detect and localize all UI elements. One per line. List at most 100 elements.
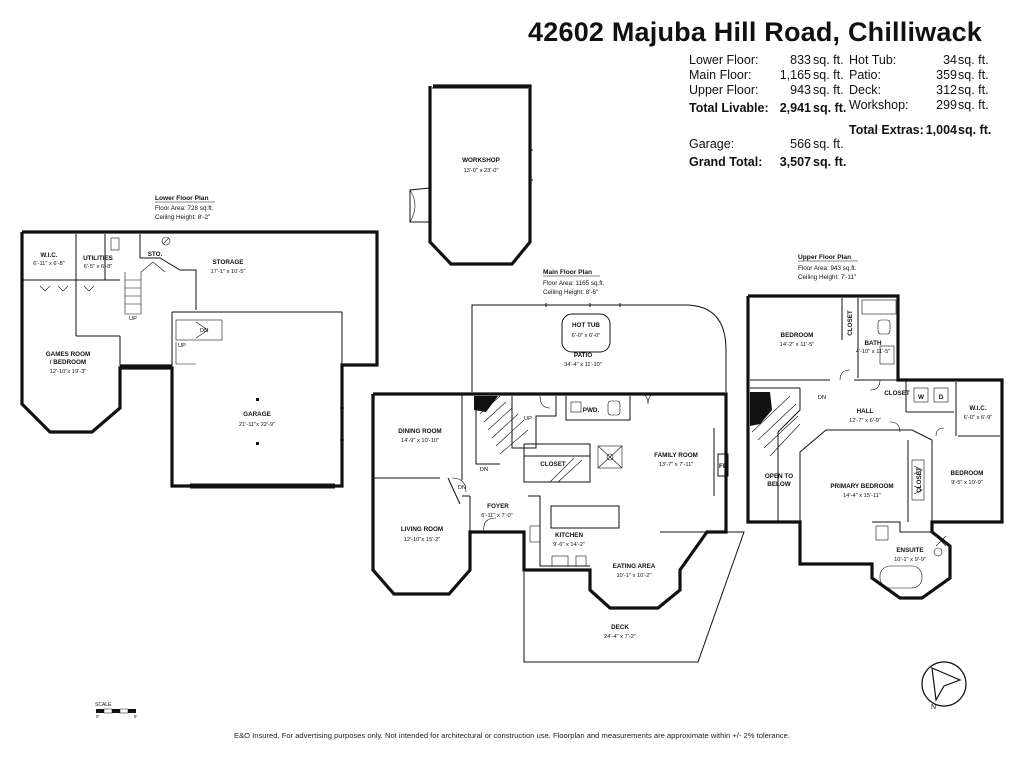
main-floor-walls (371, 392, 729, 610)
area-label: Grand Total: (689, 155, 763, 169)
room-name: BATH (864, 340, 881, 347)
room-dimensions: 10'-1" x 9'-9" (894, 557, 926, 563)
area-label: Garage: (689, 137, 735, 151)
area-label: Workshop: (849, 98, 909, 112)
room-name-line2: BELOW (767, 481, 790, 488)
upper-plan-area: Floor Area: 943 sq.ft. (798, 265, 857, 272)
area-unit: sq. ft. (813, 53, 844, 67)
area-unit: sq. ft. (958, 98, 989, 112)
room-dimensions: 9'-6" x 14'-2" (553, 542, 585, 548)
room-name: CLOSET (884, 390, 910, 397)
area-value: 943 (790, 83, 811, 97)
area-unit: sq. ft. (958, 83, 989, 97)
disclaimer-footer: E&O Insured. For advertising purposes on… (234, 731, 790, 740)
area-unit: sq. ft. (813, 137, 844, 151)
upper-plan-title: Upper Floor Plan (798, 254, 851, 261)
dryer-label: D (939, 394, 944, 401)
room-name: CLOSET (847, 310, 854, 336)
room-dimensions: 21'-11"x 22'-9" (239, 422, 275, 428)
stairs-down-marker: DN (458, 485, 466, 491)
area-unit: sq. ft. (958, 123, 992, 137)
lower-plan-ceiling: Ceiling Height: 8'-2" (155, 214, 210, 221)
lower-plan-title: Lower Floor Plan (155, 195, 209, 202)
room-name: BEDROOM (781, 332, 814, 339)
scale-label: SCALE (95, 702, 112, 708)
room-dimensions: 14'-9" x 10'-10" (401, 438, 439, 444)
room-name: DECK (611, 624, 629, 631)
room-name: BEDROOM (951, 470, 984, 477)
room-dimensions: 6'-11" x 7'-0" (481, 513, 512, 519)
area-label: Upper Floor: (689, 83, 759, 97)
room-name: GAMES ROOM (46, 351, 90, 358)
room-dimensions: 9'-5" x 10'-9" (951, 480, 983, 486)
main-plan-ceiling: Ceiling Height: 8'-6" (543, 289, 598, 296)
area-value: 2,941 (779, 101, 811, 115)
room-dimensions: 12'-10"x 19'-3" (50, 369, 87, 375)
room-dimensions: 10'-1" x 10'-2" (617, 573, 652, 579)
room-dimensions: 34'-4" x 11'-10" (564, 362, 602, 368)
room-name: LIVING ROOM (401, 526, 443, 533)
room-dimensions: 4'-10" x 11'-5" (856, 349, 891, 355)
fireplace-label: FP (719, 463, 727, 470)
area-value: 566 (790, 137, 811, 151)
room-dimensions: 6'-0" x 6'-9" (964, 415, 993, 421)
room-name: HALL (857, 408, 874, 415)
north-arrow-icon: N (921, 661, 967, 711)
room-dimensions: 13'-0" x 23'-0" (464, 168, 499, 174)
room-dimensions: 12'-7" x 6'-9" (849, 418, 881, 424)
area-label: Lower Floor: (689, 53, 759, 67)
patio-outline (471, 303, 727, 392)
area-unit: sq. ft. (958, 68, 989, 82)
area-value: 3,507 (779, 155, 811, 169)
room-name: PATIO (574, 352, 592, 359)
stairs-down-marker: DN (818, 395, 826, 401)
main-plan-title: Main Floor Plan (543, 269, 592, 276)
room-name: STO. (148, 251, 163, 258)
scale-bar: SCALE 0' 5' (95, 702, 138, 719)
room-dimensions: 6'-0" x 6'-0" (572, 333, 601, 339)
scale-zero: 0' (96, 714, 100, 719)
room-dimensions: 6'-5" x 6'-8" (84, 264, 113, 270)
room-dimensions: 14'-4" x 15'-11" (843, 493, 881, 499)
upper-floor-walls (746, 294, 1004, 600)
area-unit: sq. ft. (813, 83, 844, 97)
room-name: PWD. (583, 407, 600, 414)
deck-outline (523, 531, 745, 663)
main-plan-area: Floor Area: 1165 sq.ft. (543, 280, 605, 287)
area-label: Hot Tub: (849, 53, 897, 67)
area-unit: sq. ft. (813, 155, 847, 169)
room-dimensions: 13'-7" x 7'-11" (659, 462, 694, 468)
stairs-up-marker: UP (524, 416, 532, 422)
room-name: W.I.C. (969, 405, 986, 412)
area-unit: sq. ft. (813, 68, 844, 82)
room-name-line2: / BEDROOM (50, 359, 86, 366)
room-name: FOYER (487, 503, 509, 510)
room-name: ENSUITE (896, 547, 923, 554)
room-name: CLOSET (916, 467, 923, 493)
room-name: UTILITIES (83, 255, 113, 262)
area-label: Deck: (849, 83, 881, 97)
stairs-up-marker: UP (129, 316, 137, 322)
room-dimensions: 14'-2" x 11'-5" (780, 342, 815, 348)
area-value: 1,165 (779, 68, 811, 82)
area-value: 1,004 (925, 123, 957, 137)
room-name: GARAGE (243, 411, 271, 418)
property-title: 42602 Majuba Hill Road, Chilliwack (528, 17, 982, 47)
area-label: Patio: (849, 68, 881, 82)
area-value: 34 (943, 53, 957, 67)
room-name: EATING AREA (613, 563, 656, 570)
area-unit: sq. ft. (813, 101, 847, 115)
compass-north-label: N (931, 704, 936, 711)
lower-plan-area: Floor Area: 728 sq.ft. (155, 205, 214, 212)
scale-five: 5' (134, 714, 138, 719)
room-name: KITCHEN (555, 532, 583, 539)
room-name: STORAGE (212, 259, 243, 266)
room-name: OPEN TO (765, 473, 793, 480)
area-unit: sq. ft. (958, 53, 989, 67)
room-name: FAMILY ROOM (654, 452, 698, 459)
room-dimensions: 6'-11" x 6'-8" (33, 261, 64, 267)
area-value: 359 (936, 68, 957, 82)
room-name: CLOSET (540, 461, 566, 468)
room-name: HOT TUB (572, 322, 600, 329)
